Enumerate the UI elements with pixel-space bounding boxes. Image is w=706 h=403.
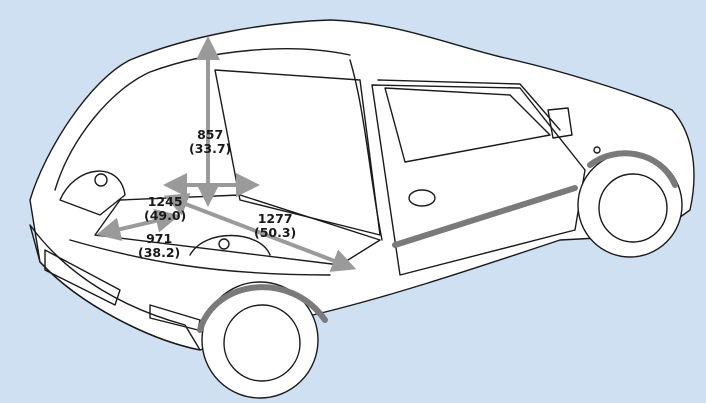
width-max-dimension-label: 1245 (49.0) bbox=[144, 195, 186, 223]
door-handle bbox=[408, 189, 436, 207]
cargo-wheel-housing-left bbox=[59, 170, 126, 216]
side-window bbox=[384, 87, 551, 163]
width-max-mm: 1245 bbox=[147, 194, 183, 209]
roof-line bbox=[54, 48, 351, 191]
fuel-cap bbox=[593, 146, 601, 154]
length-mm: 1277 bbox=[257, 211, 293, 226]
seatbelt-anchor-left bbox=[94, 173, 108, 187]
rear-wheel-rim bbox=[223, 304, 301, 382]
width-min-arrow bbox=[96, 209, 180, 241]
width-max-in: (49.0) bbox=[144, 208, 187, 223]
rear-bumper bbox=[29, 224, 201, 351]
length-in: (50.3) bbox=[254, 225, 297, 240]
height-in: (33.7) bbox=[189, 141, 232, 156]
seat-edge bbox=[349, 59, 383, 241]
window-frame bbox=[377, 79, 561, 131]
height-mm: 857 bbox=[197, 127, 224, 142]
length-dimension-label: 1277 (50.3) bbox=[254, 212, 296, 240]
width-min-in: (38.2) bbox=[138, 245, 181, 260]
width-min-mm: 971 bbox=[146, 231, 173, 246]
length-arrow bbox=[163, 193, 357, 272]
license-plate-area bbox=[44, 249, 121, 306]
front-wheel-arch-trim bbox=[587, 150, 678, 188]
side-mirror bbox=[547, 107, 573, 139]
door-trim-strip bbox=[392, 185, 578, 248]
rear-wheel-arch-trim bbox=[197, 284, 328, 333]
width-min-dimension-label: 971 (38.2) bbox=[138, 232, 180, 260]
front-wheel-rim bbox=[598, 173, 668, 243]
height-dimension-label: 857 (33.7) bbox=[189, 128, 231, 156]
